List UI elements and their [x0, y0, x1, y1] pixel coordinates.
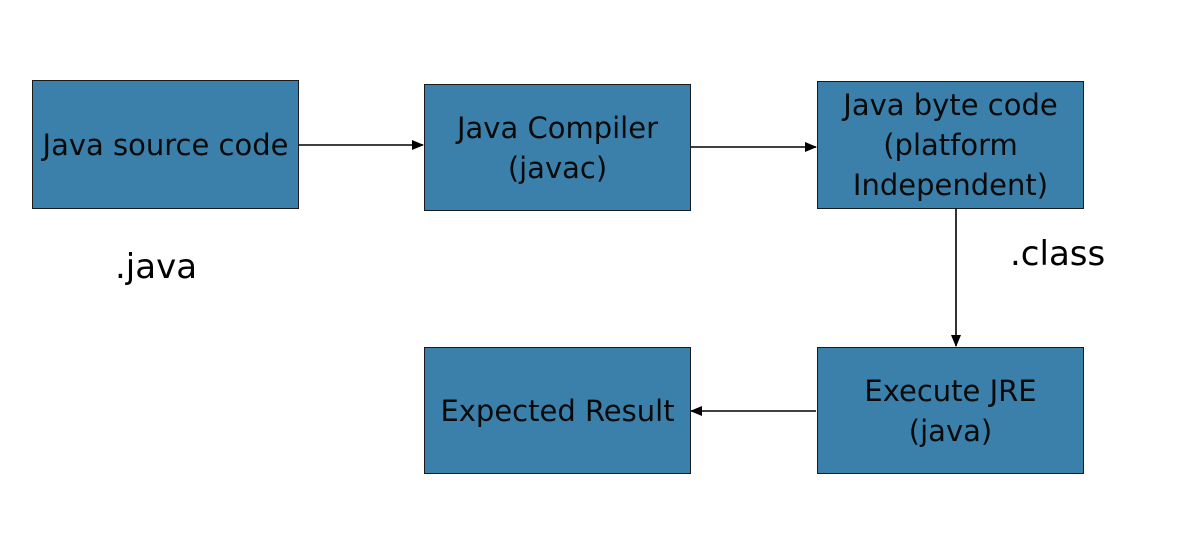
java-extension-label: .java [115, 247, 198, 287]
node-java-compiler-label: Java Compiler (javac) [456, 110, 658, 185]
node-java-source-code-label: Java source code [42, 127, 289, 162]
node-execute-jre-label: Execute JRE (java) [864, 373, 1037, 448]
node-java-source-code: Java source code [32, 80, 299, 209]
node-java-compiler: Java Compiler (javac) [424, 84, 691, 211]
node-java-byte-code: Java byte code (platform Independent) [817, 81, 1084, 209]
node-execute-jre: Execute JRE (java) [817, 347, 1084, 474]
node-expected-result-label: Expected Result [440, 393, 675, 428]
class-extension-label: .class [1010, 234, 1106, 274]
node-expected-result: Expected Result [424, 347, 691, 474]
node-java-byte-code-label: Java byte code (platform Independent) [843, 88, 1058, 202]
